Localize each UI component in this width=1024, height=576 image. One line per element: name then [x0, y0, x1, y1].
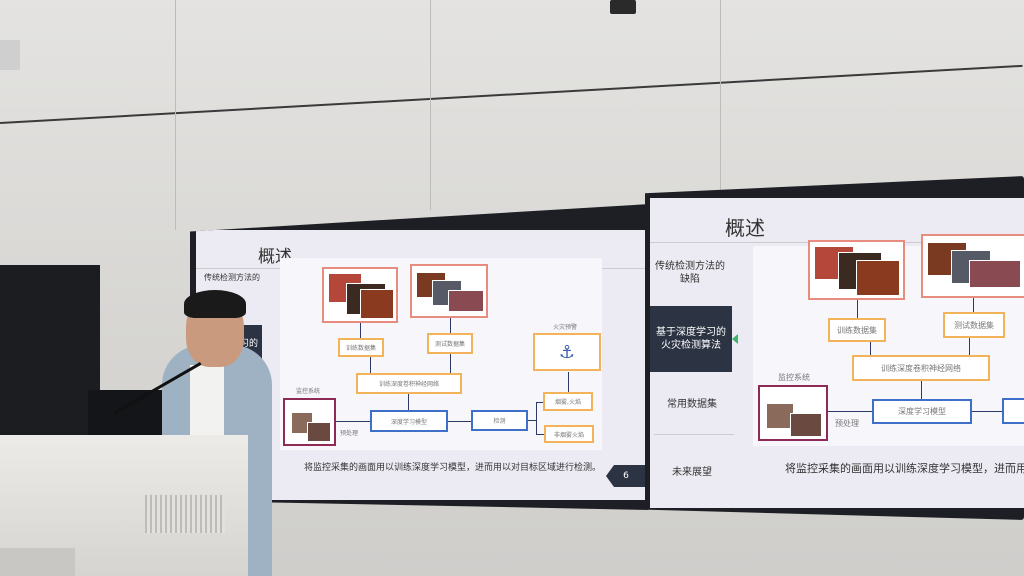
sidebar-item-traditional[interactable]: 传统检测方法的缺陷: [655, 261, 725, 285]
monitor-system-images: [758, 385, 828, 441]
train-cnn-box: 训练深度卷积神经网络: [852, 355, 990, 381]
test-set-box: 测试数据集: [943, 312, 1005, 338]
training-images: [322, 267, 398, 323]
sidebar-item-future[interactable]: 未来展望: [672, 467, 712, 478]
dl-model-box: 深度学习模型: [370, 410, 448, 432]
monitor-label: 监控系统: [778, 373, 810, 382]
speaker-shirt: [190, 365, 224, 435]
preprocess-label: 预处理: [835, 419, 859, 428]
test-images: [921, 234, 1024, 298]
test-images: [410, 264, 488, 318]
sidebar-divider: [654, 434, 734, 435]
train-cnn-box: 训练深度卷积神经网络: [356, 373, 462, 394]
speaker-hair: [184, 290, 246, 318]
slide-right: 概述 传统检测方法的缺陷 基于深度学习的火灾检测算法 常用数据集 未来展望 训练…: [650, 198, 1024, 508]
active-indicator-icon: [732, 334, 738, 344]
diagram-panel: 训练数据集 测试数据集 训练深度卷积神经网络 监控系统 预处理 深度学习模型 检…: [280, 258, 602, 450]
test-set-box: 测试数据集: [427, 333, 473, 354]
monitor-label: 监控系统: [296, 388, 321, 395]
ceiling-camera: [610, 0, 636, 14]
sidebar-item-datasets[interactable]: 常用数据集: [667, 399, 717, 410]
firefighter-icon: ⚓: [558, 341, 576, 363]
dl-model-box: 深度学习模型: [872, 399, 972, 424]
slide-caption: 将监控采集的画面用以训练深度学习模型，进而用以: [785, 462, 1024, 475]
right-display: 概述 传统检测方法的缺陷 基于深度学习的火灾检测算法 常用数据集 未来展望 训练…: [645, 176, 1024, 520]
slide-title: 概述: [725, 216, 765, 240]
preprocess-label: 预处理: [340, 430, 359, 437]
monitor-system-images: [283, 398, 336, 446]
wall-seam: [175, 0, 176, 230]
wall-seam: [430, 0, 431, 210]
wall-fixture: [0, 40, 20, 70]
sidebar-item-deep-learning[interactable]: 基于深度学习的火灾检测算法: [650, 306, 732, 372]
training-images: [808, 240, 905, 300]
speaker-cabinet: [0, 265, 100, 440]
smoke-fire-box: 烟雾,火焰: [543, 392, 593, 411]
train-set-box: 训练数据集: [828, 318, 886, 342]
non-smoke-fire-box: 非烟雾火焰: [544, 425, 594, 443]
fire-alert-box: ⚓: [533, 333, 601, 371]
sidebar-item[interactable]: 传统检测方法的: [204, 273, 260, 282]
podium-vent: [145, 495, 225, 533]
slide-caption: 将监控采集的画面用以训练深度学习模型，进而用以对目标区域进行检测。: [304, 463, 602, 473]
fire-alert-label: 火灾预警: [553, 324, 578, 331]
wall-seam: [720, 0, 721, 190]
diagram-panel: 训练数据集 测试数据集 训练深度卷积神经网络 监控系统 预处理 深度学习模型: [753, 234, 1024, 446]
detect-box: [1002, 398, 1024, 424]
detect-box: 检测: [471, 410, 528, 431]
page-number: 6: [606, 465, 646, 487]
podium-panel: [0, 548, 75, 576]
train-set-box: 训练数据集: [338, 338, 384, 357]
